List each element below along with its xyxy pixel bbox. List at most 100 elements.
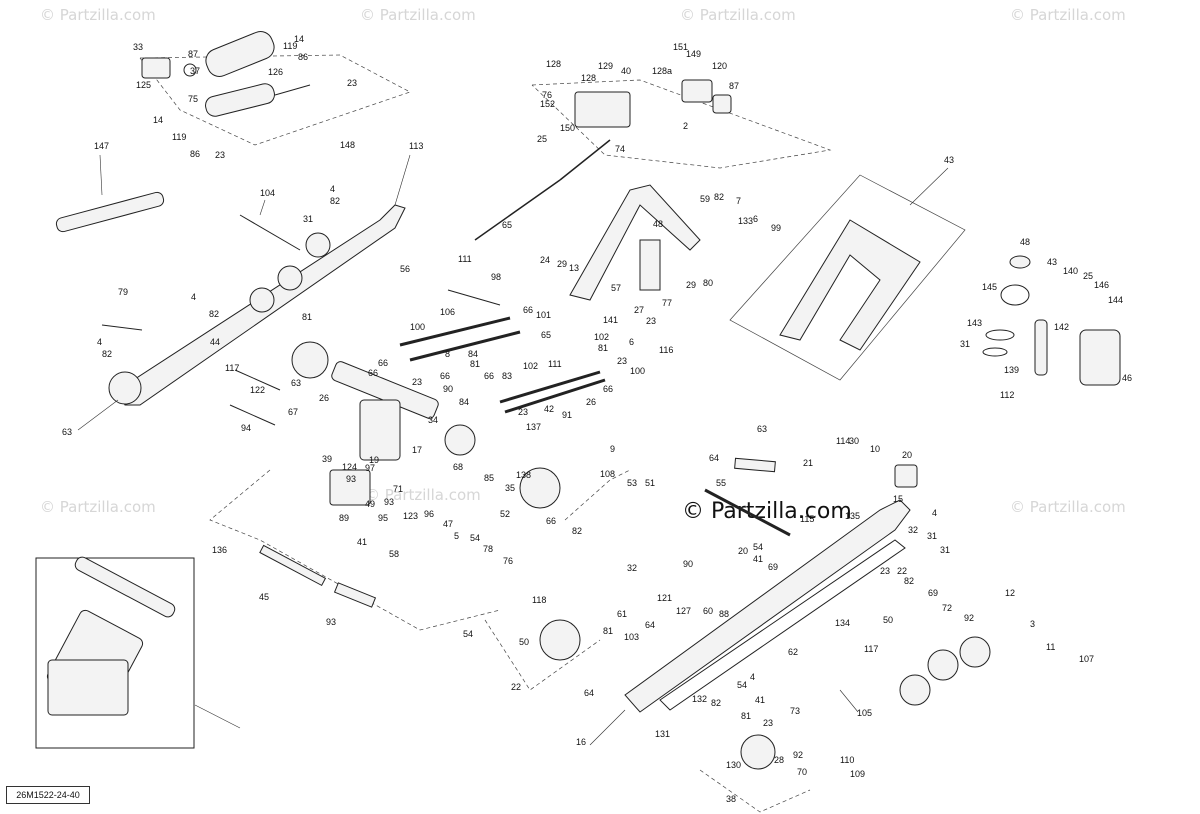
callout-label: 14: [153, 115, 163, 125]
callout-label: 43: [944, 155, 954, 165]
callout-label: 122: [250, 385, 265, 395]
callout-label: 32: [627, 563, 637, 573]
callout-label: 119: [172, 132, 186, 142]
callout-label: 93: [346, 474, 356, 484]
callout-label: 30: [849, 436, 859, 446]
callout-label: 19: [369, 455, 379, 465]
callout-label: 79: [118, 287, 128, 297]
watermark: © Partzilla.com: [360, 6, 476, 24]
callout-label: 31: [940, 545, 950, 555]
callout-label: 78: [483, 544, 493, 554]
callout-label: 25: [537, 134, 547, 144]
leader-lines: [77, 154, 949, 746]
callout-label: 106: [440, 307, 455, 317]
watermark: © Partzilla.com: [40, 498, 156, 516]
callout-label: 31: [927, 531, 937, 541]
callout-label: 140: [1063, 266, 1078, 276]
callout-label: 92: [793, 750, 803, 760]
callout-label: 131: [655, 729, 670, 739]
callout-label: 23: [518, 407, 528, 417]
callout-label: 20: [902, 450, 912, 460]
callout-label: 10: [870, 444, 880, 454]
callout-label: 66: [546, 516, 556, 526]
callout-label: 125: [136, 80, 151, 90]
callout-label: 70: [797, 767, 807, 777]
callout-label: 89: [339, 513, 349, 523]
callout-label: 100: [410, 322, 425, 332]
callout-label: 128a: [652, 66, 672, 76]
callout-label: 76: [503, 556, 513, 566]
callout-label: 139: [1004, 365, 1019, 375]
callout-label: 40: [621, 66, 631, 76]
callout-label: 29: [557, 259, 567, 269]
callout-label: 45: [259, 592, 269, 602]
watermark: © Partzilla.com: [365, 486, 481, 504]
callout-label: 51: [645, 478, 655, 488]
callout-label: 13: [569, 263, 579, 273]
callout-labels: 33 87 14 119 86 37 125 75 126 23 14 119 …: [62, 34, 1132, 804]
callout-label: 82: [714, 192, 724, 202]
callout-label: 4: [330, 184, 335, 194]
callout-label: 54: [737, 680, 747, 690]
callout-label: 75: [188, 94, 198, 104]
callout-label: 50: [519, 637, 529, 647]
callout-label: 59: [700, 194, 710, 204]
callout-label: 12: [1005, 588, 1015, 598]
callout-label: 52: [500, 509, 510, 519]
callout-label: 93: [384, 497, 394, 507]
callout-label: 130: [726, 760, 741, 770]
callout-label: 110: [840, 755, 854, 765]
watermarks: © Partzilla.com © Partzilla.com © Partzi…: [40, 6, 1126, 524]
callout-label: 11: [1046, 642, 1055, 652]
callout-label: 4: [191, 292, 196, 302]
callout-label: 26: [319, 393, 329, 403]
callout-label: 48: [1020, 237, 1030, 247]
callout-label: 62: [788, 647, 798, 657]
callout-label: 35: [505, 483, 515, 493]
drawing-code-label: 26M1522-24-40: [6, 786, 90, 804]
callout-label: 41: [753, 554, 763, 564]
callout-label: 133: [738, 216, 753, 226]
callout-label: 68: [453, 462, 463, 472]
callout-label: 82: [102, 349, 112, 359]
callout-label: 105: [857, 708, 872, 718]
front-arm: [291, 341, 561, 509]
callout-label: 91: [562, 410, 572, 420]
callout-label: 64: [709, 453, 719, 463]
callout-label: 90: [443, 384, 453, 394]
callout-label: 38: [726, 794, 736, 804]
callout-label: 151: [673, 42, 688, 52]
callout-label: 148: [340, 140, 355, 150]
callout-label: 115: [800, 514, 814, 524]
callout-label: 43: [1047, 257, 1057, 267]
callout-label: 127: [676, 606, 691, 616]
callout-label: 73: [790, 706, 800, 716]
callout-label: 149: [686, 49, 701, 59]
callout-label: 41: [357, 537, 367, 547]
left-rail: [108, 204, 406, 406]
callout-label: 8: [445, 349, 450, 359]
callout-label: 22: [511, 682, 521, 692]
callout-label: 87: [188, 49, 198, 59]
callout-label: 69: [768, 562, 778, 572]
callout-label: 72: [942, 603, 952, 613]
callout-label: 121: [657, 593, 672, 603]
callout-label: 33: [133, 42, 143, 52]
callout-label: 100: [630, 366, 645, 376]
callout-label: 111: [548, 359, 562, 369]
callout-label: 102: [594, 332, 609, 342]
watermark: © Partzilla.com: [680, 6, 796, 24]
callout-label: 71: [393, 484, 403, 494]
callout-label: 2: [683, 121, 688, 131]
callout-label: 58: [389, 549, 399, 559]
callout-label: 20: [738, 546, 748, 556]
callout-label: 93: [326, 617, 336, 627]
callout-label: 57: [611, 283, 621, 293]
callout-label: 129: [598, 61, 613, 71]
callout-label: 16: [576, 737, 586, 747]
callout-label: 42: [544, 404, 554, 414]
callout-label: 74: [615, 144, 625, 154]
callout-label: 82: [330, 196, 340, 206]
callout-label: 135: [845, 511, 860, 521]
